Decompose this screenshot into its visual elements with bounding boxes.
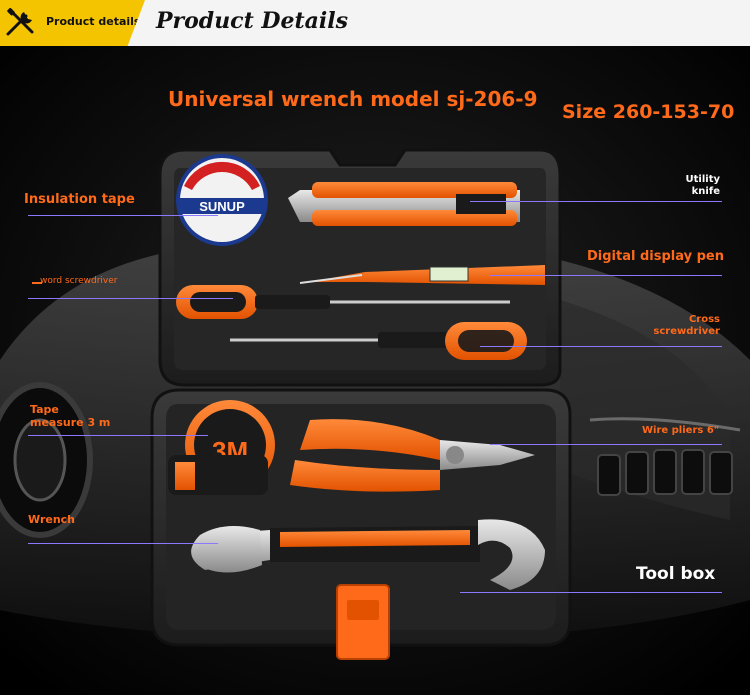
leader-mark-word-screwdriver [32,282,42,284]
product-scene: SUNUP [0,46,750,695]
label-cross-screwdriver: Cross screwdriver [640,314,720,337]
leader-line-word-screwdriver [28,298,233,299]
label-utility-knife-line2: knife [691,185,720,197]
badge-label: Product details [46,15,141,28]
leader-line-tape-measure [28,435,208,436]
tape-brand-text: SUNUP [199,199,245,214]
product-details-badge: Product details [0,0,145,46]
header-bar: Product details Product Details [0,0,750,46]
utility-knife [288,182,520,226]
model-title: Universal wrench model sj-206-9 [168,87,538,111]
word-screwdriver [176,285,510,319]
leader-line-utility-knife [470,201,722,202]
label-tape-measure: Tape measure 3 m [30,403,111,429]
label-cross-screwdriver-line2: screwdriver [653,325,720,337]
label-tape-measure-line1: Tape [30,403,59,416]
tools-icon [6,7,34,36]
leader-line-insulation-tape [28,215,218,216]
label-wrench: Wrench [28,513,76,526]
label-utility-knife-line1: Utility [685,174,720,185]
leader-line-wire-pliers [490,444,722,445]
page-title: Product Details [156,8,348,34]
adjustable-wrench [191,519,545,590]
label-tape-measure-line2: measure 3 m [30,415,111,429]
label-word-screwdriver: word screwdriver [40,276,118,286]
cross-screwdriver [230,322,527,360]
leader-line-wrench [28,543,218,544]
label-tool-box: Tool box [636,564,716,584]
size-title: Size 260-153-70 [562,101,735,123]
digital-display-pen [299,265,545,285]
label-digital-pen: Digital display pen [587,249,724,264]
leader-line-tool-box [460,592,722,593]
leader-line-digital-pen [490,275,722,276]
label-insulation-tape: Insulation tape [24,192,135,207]
label-cross-screwdriver-line1: Cross [688,314,720,325]
leader-line-cross-screwdriver [480,346,722,347]
tape-measure: 3M [168,400,275,495]
label-utility-knife: Utility knife [660,174,720,197]
insulation-tape-roll: SUNUP [176,154,268,246]
label-wire-pliers: Wire pliers 6" [642,425,719,436]
wire-pliers [290,419,535,492]
